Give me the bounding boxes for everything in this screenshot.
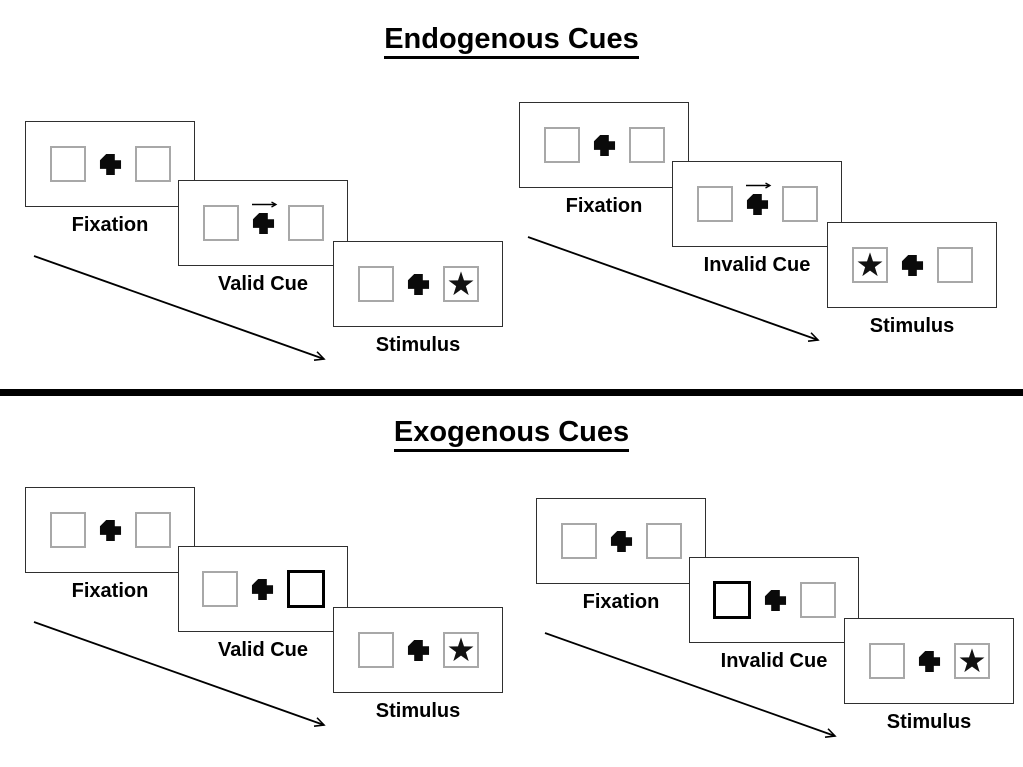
sequence-endogenous-valid: Fixation Valid Cue Stimulus <box>25 121 537 387</box>
right-placeholder-box <box>134 146 171 182</box>
plus-icon <box>407 639 429 661</box>
fixation-cross <box>901 254 924 277</box>
fixation-cross <box>764 589 787 612</box>
plus-icon <box>918 650 940 672</box>
star-icon <box>448 637 473 662</box>
right-arrow-icon <box>745 180 777 191</box>
fixation-cross <box>593 134 616 157</box>
plus-icon <box>251 578 273 600</box>
fixation-panel <box>25 487 195 573</box>
stimulus-label: Stimulus <box>886 711 972 733</box>
right-placeholder-box <box>286 570 325 608</box>
plus-icon <box>901 254 923 276</box>
left-placeholder-box <box>560 523 597 559</box>
right-placeholder-box <box>442 632 479 668</box>
left-placeholder-box <box>49 146 86 182</box>
fixation-panel <box>519 102 689 188</box>
cue-panel <box>178 180 348 266</box>
left-placeholder-box <box>357 266 394 302</box>
fixation-label: Fixation <box>71 214 149 236</box>
right-placeholder-box <box>799 582 836 618</box>
sequence-endogenous-invalid: Fixation Invalid Cue Stimulus <box>519 102 1023 368</box>
fixation-label: Fixation <box>71 580 149 602</box>
left-placeholder-box <box>868 643 905 679</box>
diagonal-time-arrow-icon <box>527 236 820 343</box>
right-placeholder-box <box>442 266 479 302</box>
left-placeholder-box <box>712 581 751 619</box>
sequence-exogenous-invalid: Fixation Invalid Cue Stimulus <box>536 498 1023 764</box>
plus-icon <box>593 134 615 156</box>
fixation-cross <box>745 193 769 216</box>
fixation-cross <box>918 650 941 673</box>
star-icon <box>857 252 882 277</box>
fixation-panel <box>536 498 706 584</box>
plus-icon <box>99 519 121 541</box>
plus-icon <box>610 530 632 552</box>
exogenous-title-text: Exogenous Cues <box>393 416 630 452</box>
fixation-label: Fixation <box>565 195 643 217</box>
plus-icon <box>407 273 429 295</box>
plus-icon <box>252 212 274 234</box>
right-placeholder-box <box>645 523 682 559</box>
star-icon <box>959 648 984 673</box>
left-placeholder-box <box>202 205 239 241</box>
diagonal-time-arrow-icon <box>33 621 326 728</box>
stimulus-panel <box>844 618 1014 704</box>
cue-label: Invalid Cue <box>720 650 828 672</box>
fixation-cross <box>407 273 430 296</box>
star-icon <box>448 271 473 296</box>
fixation-cross <box>610 530 633 553</box>
fixation-cross <box>407 639 430 662</box>
fixation-cross <box>99 153 122 176</box>
left-placeholder-box <box>201 571 238 607</box>
stimulus-panel <box>333 241 503 327</box>
right-placeholder-box <box>134 512 171 548</box>
plus-icon <box>99 153 121 175</box>
fixation-cross <box>99 519 122 542</box>
right-placeholder-box <box>287 205 324 241</box>
left-placeholder-box <box>696 186 733 222</box>
stimulus-panel <box>827 222 997 308</box>
fixation-panel <box>25 121 195 207</box>
stimulus-panel <box>333 607 503 693</box>
right-placeholder-box <box>953 643 990 679</box>
right-placeholder-box <box>936 247 973 283</box>
left-placeholder-box <box>543 127 580 163</box>
fixation-cross <box>251 578 274 601</box>
exogenous-section-title: Exogenous Cues <box>0 416 1023 452</box>
endogenous-section-title: Endogenous Cues <box>0 23 1023 59</box>
cue-panel <box>178 546 348 632</box>
left-placeholder-box <box>49 512 86 548</box>
right-arrow-icon <box>251 199 283 210</box>
left-placeholder-box <box>357 632 394 668</box>
plus-icon <box>764 589 786 611</box>
cue-label: Valid Cue <box>217 639 309 661</box>
fixation-label: Fixation <box>582 591 660 613</box>
cue-panel <box>672 161 842 247</box>
cue-label: Valid Cue <box>217 273 309 295</box>
stimulus-label: Stimulus <box>375 700 461 722</box>
right-placeholder-box <box>781 186 818 222</box>
section-divider <box>0 389 1023 396</box>
sequence-exogenous-valid: Fixation Valid Cue Stimulus <box>25 487 537 753</box>
stimulus-label: Stimulus <box>869 315 955 337</box>
stimulus-label: Stimulus <box>375 334 461 356</box>
right-placeholder-box <box>628 127 665 163</box>
fixation-cross <box>251 212 275 235</box>
diagonal-time-arrow-icon <box>33 255 326 362</box>
plus-icon <box>746 193 768 215</box>
cue-panel <box>689 557 859 643</box>
diagonal-time-arrow-icon <box>544 632 837 739</box>
left-placeholder-box <box>851 247 888 283</box>
endogenous-title-text: Endogenous Cues <box>384 23 639 59</box>
cue-label: Invalid Cue <box>703 254 811 276</box>
